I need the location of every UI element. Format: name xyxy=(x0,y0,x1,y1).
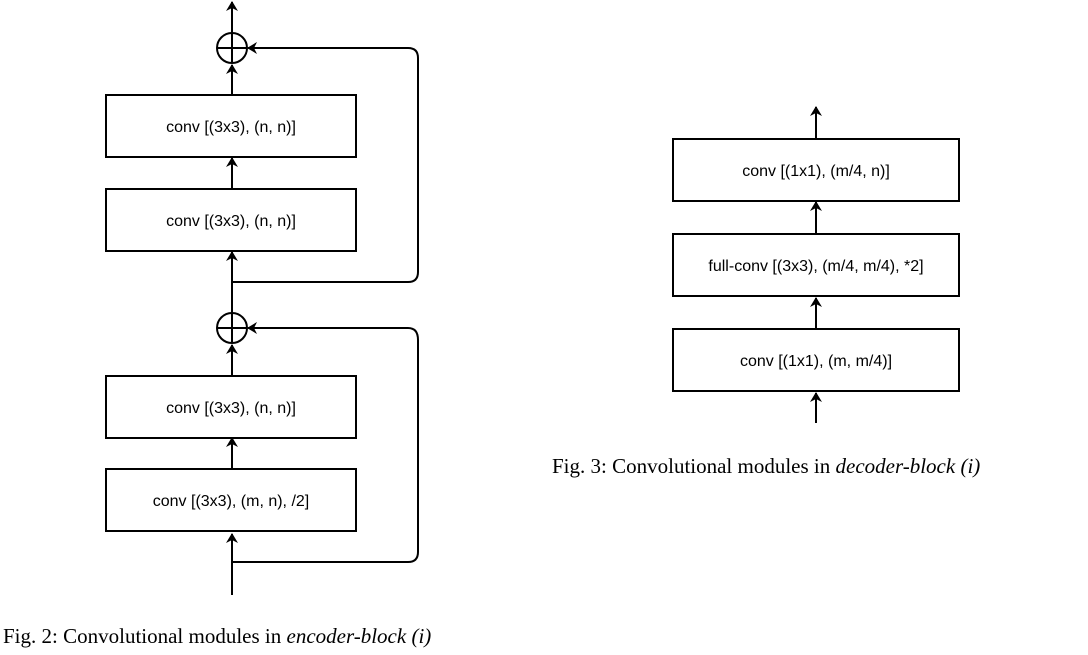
encoder-lower-sum-node xyxy=(216,312,248,344)
fig3-caption-emphasis: decoder-block (i) xyxy=(836,454,981,478)
encoder-layer-label: conv [(3x3), (m, n), /2] xyxy=(153,493,309,510)
fig2-caption-prefix: Fig. 2: Convolutional modules in xyxy=(3,624,287,648)
decoder-layer-label: conv [(1x1), (m, m/4)] xyxy=(740,353,892,370)
fig3-caption: Fig. 3: Convolutional modules in decoder… xyxy=(552,454,980,478)
encoder-block-diagram xyxy=(216,1,419,595)
fig2-caption-emphasis: encoder-block (i) xyxy=(287,624,432,648)
fig2-caption: Fig. 2: Convolutional modules in encoder… xyxy=(3,624,431,648)
encoder-layer-label: conv [(3x3), (n, n)] xyxy=(166,400,296,417)
decoder-layer-label: conv [(1x1), (m/4, n)] xyxy=(742,163,890,180)
encoder-layer-box: conv [(3x3), (n, n)] xyxy=(105,94,357,158)
encoder-layer-label: conv [(3x3), (n, n)] xyxy=(166,213,296,230)
encoder-upper-skip-connection xyxy=(232,42,419,283)
encoder-layer-box: conv [(3x3), (n, n)] xyxy=(105,188,357,252)
decoder-layer-label: full-conv [(3x3), (m/4, m/4), *2] xyxy=(708,258,923,275)
encoder-layer-label: conv [(3x3), (n, n)] xyxy=(166,119,296,136)
decoder-layer-box: conv [(1x1), (m, m/4)] xyxy=(672,328,960,392)
encoder-lower-skip-connection xyxy=(232,322,419,563)
encoder-layer-boxes: conv [(3x3), (n, n)] conv [(3x3), (n, n)… xyxy=(105,94,357,532)
encoder-layer-box: conv [(3x3), (m, n), /2] xyxy=(105,468,357,532)
encoder-layer-box: conv [(3x3), (n, n)] xyxy=(105,375,357,439)
fig3-caption-prefix: Fig. 3: Convolutional modules in xyxy=(552,454,836,478)
decoder-layer-box: full-conv [(3x3), (m/4, m/4), *2] xyxy=(672,233,960,297)
decoder-layer-boxes: conv [(1x1), (m/4, n)] full-conv [(3x3),… xyxy=(672,138,960,392)
encoder-upper-sum-node xyxy=(216,32,248,64)
decoder-layer-box: conv [(1x1), (m/4, n)] xyxy=(672,138,960,202)
